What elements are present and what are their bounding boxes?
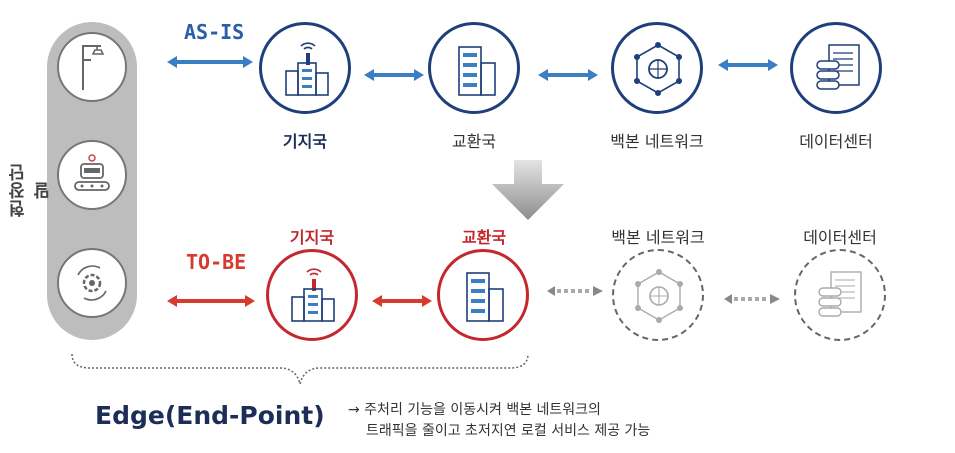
base-station-icon [291, 268, 335, 322]
as-is-tag: AS-IS [184, 20, 245, 44]
datacenter-server-icon [818, 271, 862, 317]
streetlight-icon [82, 45, 105, 90]
to-be-tag: TO-BE [186, 250, 247, 274]
base-station-icon [285, 42, 329, 96]
as-is-base-station-node [259, 22, 351, 114]
as-is-exchange-label: 교환국 [451, 132, 497, 151]
as-is-arrow-1 [167, 56, 253, 68]
gear-cycle-icon [77, 265, 107, 301]
as-is-datacenter-label: 데이터센터 [799, 132, 873, 151]
to-be-backbone-node [612, 249, 704, 341]
to-be-datacenter-label: 데이터센터 [803, 228, 877, 247]
edge-description-line-1: → 주처리 기능을 이동시켜 백본 네트워크의 [348, 402, 601, 418]
to-be-exchange-node [437, 249, 529, 341]
to-be-datacenter-node [794, 249, 886, 341]
edge-description-line-2: 트래픽을 줄이고 초저지연 로컬 서비스 제공 가능 [366, 423, 651, 439]
as-is-datacenter-node [790, 22, 882, 114]
edge-description: → 주처리 기능을 이동시켜 백본 네트워크의 트래픽을 줄이고 초저지연 로컬… [348, 400, 650, 442]
gear-device [57, 248, 127, 318]
as-is-backbone-label: 백본 네트워크 [610, 132, 704, 151]
as-is-base-station-label: 기지국 [282, 132, 328, 151]
as-is-arrow-3 [538, 69, 598, 81]
to-be-backbone-label: 백본 네트워크 [611, 228, 705, 247]
exchange-building-icon [466, 272, 504, 322]
transition-down-arrow [492, 160, 564, 220]
exchange-building-icon [458, 46, 496, 96]
to-be-base-station-node [266, 249, 358, 341]
edge-bracket [71, 353, 529, 385]
to-be-dashed-arrow-1 [547, 286, 603, 296]
network-globe-icon [634, 42, 682, 96]
to-be-dashed-arrow-2 [724, 294, 780, 304]
to-be-arrow-2 [372, 295, 432, 307]
as-is-arrow-2 [364, 69, 424, 81]
to-be-base-station-label: 기지국 [289, 228, 335, 247]
streetlight-device [57, 32, 127, 102]
datacenter-server-icon [816, 44, 860, 90]
as-is-arrow-4 [718, 59, 778, 71]
to-be-exchange-label: 교환국 [461, 228, 507, 247]
as-is-exchange-node [428, 22, 520, 114]
as-is-backbone-node [611, 22, 703, 114]
network-globe-icon [635, 269, 683, 323]
to-be-arrow-1 [167, 295, 255, 307]
edge-title: Edge(End-Point) [95, 401, 325, 430]
device-panel-label: 현장단말 [9, 163, 54, 217]
robot-device [57, 140, 127, 210]
robot-icon [74, 154, 110, 191]
